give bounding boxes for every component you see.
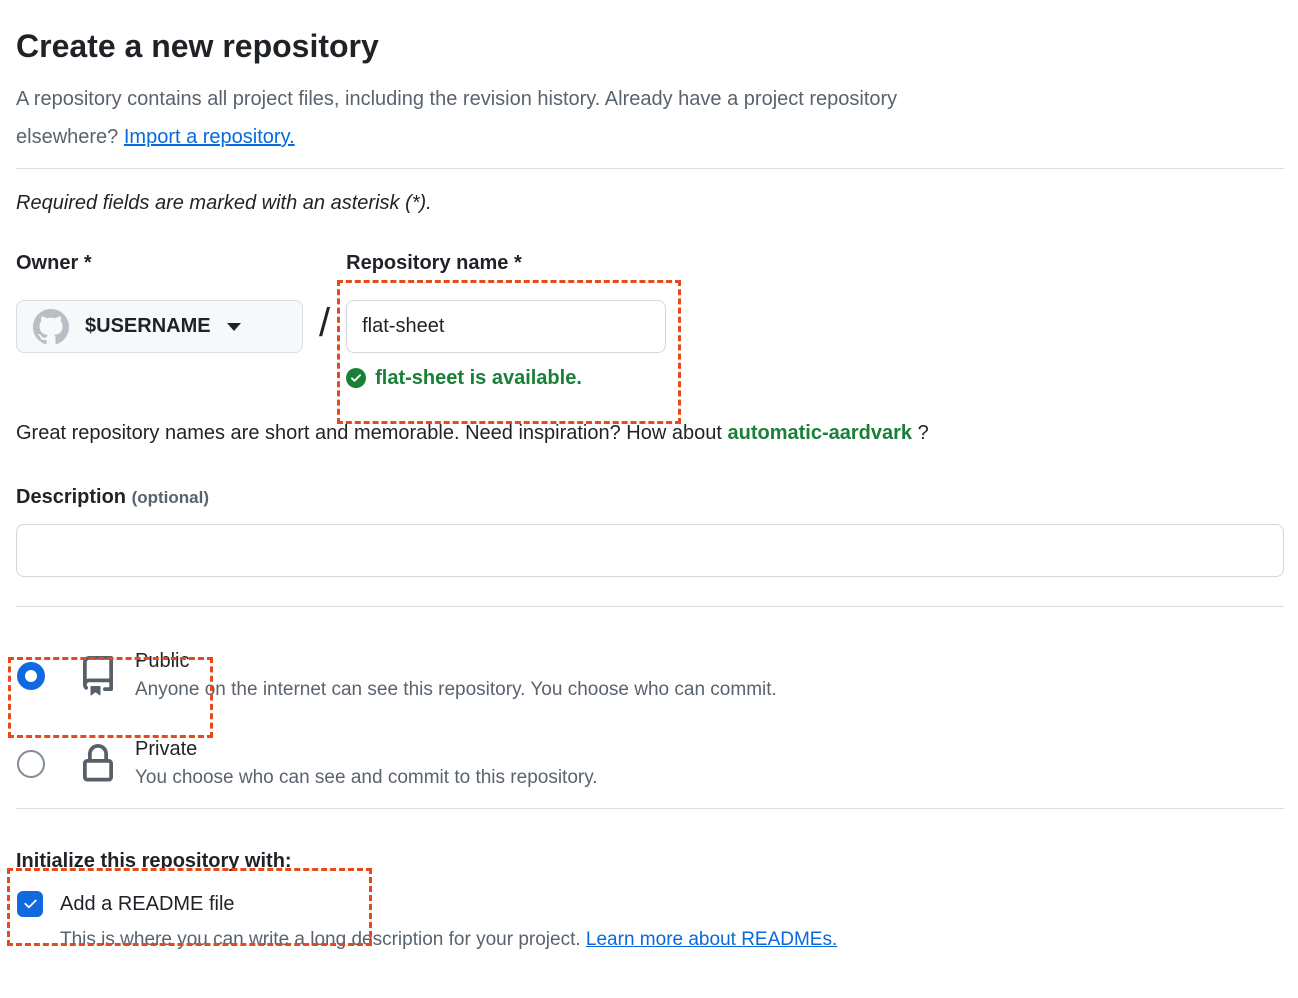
suggested-repo-name: automatic-aardvark: [727, 422, 913, 444]
readme-help-text: This is where you can write a long descr…: [60, 929, 838, 950]
private-option-text: Private You choose who can see and commi…: [135, 736, 598, 792]
divider: [16, 606, 1284, 607]
initialize-heading: Initialize this repository with:: [16, 850, 292, 872]
private-radio[interactable]: [17, 750, 45, 778]
repo-book-icon: [78, 656, 118, 696]
availability-status: flat-sheet is available.: [346, 367, 666, 389]
check-circle-icon: [346, 368, 367, 388]
description-optional-hint: (optional): [131, 488, 210, 507]
checkmark-icon: [24, 899, 37, 909]
private-description: You choose who can see and commit to thi…: [135, 767, 598, 788]
required-fields-note: Required fields are marked with an aster…: [16, 192, 432, 214]
owner-username: $USERNAME: [85, 315, 211, 337]
divider: [16, 168, 1284, 169]
intro-line2: elsewhere?: [16, 126, 119, 148]
import-repository-link[interactable]: Import a repository.: [123, 126, 295, 148]
availability-message: flat-sheet is available.: [375, 367, 582, 389]
repo-required-asterisk: *: [513, 252, 522, 274]
intro-text: A repository contains all project files,…: [16, 80, 1284, 156]
owner-repo-row: Owner * $USERNAME / Repository name * fl…: [16, 249, 1284, 389]
owner-required-asterisk: *: [83, 252, 92, 274]
add-readme-checkbox[interactable]: [17, 891, 43, 917]
public-label[interactable]: Public: [135, 650, 190, 672]
intro-line1: A repository contains all project files,…: [16, 88, 898, 110]
caret-down-icon: [226, 322, 241, 331]
owner-repo-separator: /: [319, 301, 331, 345]
lock-icon: [78, 744, 118, 784]
description-input[interactable]: [16, 524, 1284, 577]
repo-name-suggestion: Great repository names are short and mem…: [16, 422, 929, 444]
github-mark-icon: [33, 308, 69, 344]
public-option-text: Public Anyone on the internet can see th…: [135, 648, 777, 704]
owner-label: Owner *: [16, 252, 92, 274]
private-option[interactable]: Private You choose who can see and commi…: [16, 736, 1284, 792]
initialize-with-readme: Add a README file: [16, 891, 1284, 917]
divider: [16, 808, 1284, 809]
public-option[interactable]: Public Anyone on the internet can see th…: [16, 648, 1284, 704]
add-readme-label[interactable]: Add a README file: [60, 893, 235, 915]
repository-name-label: Repository name *: [346, 252, 522, 274]
public-radio[interactable]: [17, 662, 45, 690]
description-label: Description (optional): [16, 486, 210, 508]
public-description: Anyone on the internet can see this repo…: [135, 679, 777, 700]
owner-field: Owner * $USERNAME: [16, 249, 303, 353]
repository-name-input[interactable]: [346, 300, 667, 353]
page-title: Create a new repository: [16, 28, 379, 64]
learn-more-readmes-link[interactable]: Learn more about READMEs.: [585, 929, 838, 950]
private-label[interactable]: Private: [135, 738, 198, 760]
owner-select-button[interactable]: $USERNAME: [16, 300, 303, 353]
repository-name-field: Repository name * flat-sheet is availabl…: [346, 249, 667, 389]
